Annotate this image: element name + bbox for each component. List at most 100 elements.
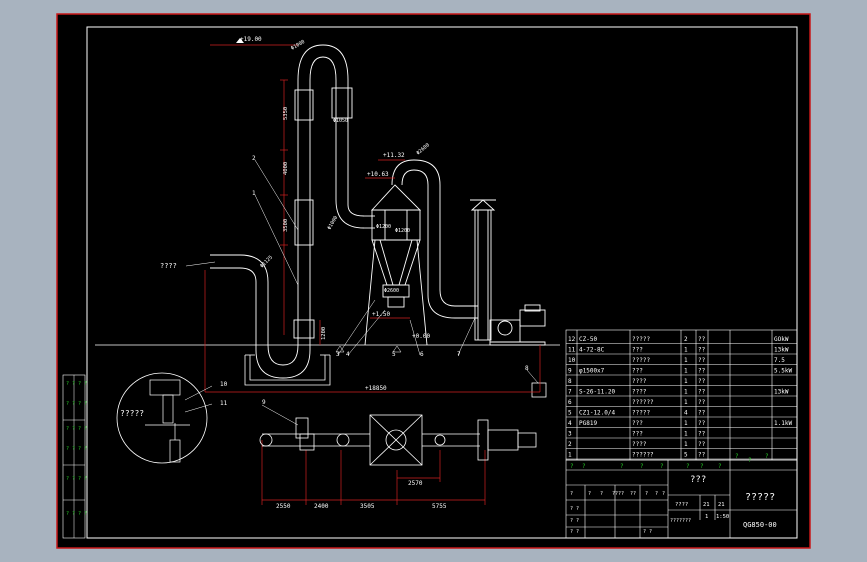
bom-cell-power: 13kW [774,347,789,354]
elevation-cyclone-base: +1.50 [372,311,390,318]
elevation-ground: +0.00 [412,333,430,340]
label-cyclone-upper: Φ1200 [376,224,391,230]
hdim-5: 2570 [408,480,423,487]
tb-header-1: ? [570,463,574,470]
bom-cell-qty: 1 [684,441,688,448]
callout-1: 1 [252,190,256,197]
tb-rev-header-3: ? [600,491,603,497]
callout-6: 6 [420,351,424,358]
bom-cell-name: ??? [632,420,643,427]
tb-scale: 1:50 [716,514,729,520]
bom-cell-qty: 1 [684,399,688,406]
side-label-5: ? ? ? ? [66,476,87,482]
bom-cell-qty: 2 [684,336,688,343]
tb-rev-header-6: ? [645,491,648,497]
bom-cell-no: 2 [568,441,572,448]
bom-cell-qty: 1 [684,389,688,396]
tb-header-6: ? [686,463,690,470]
elevation-cyclone-mid: +10.63 [367,171,389,178]
tb-rev-header-7: ? [655,491,658,497]
exhaust-chimney [470,199,496,341]
elevation-markers: +19.00 +11.32 +10.63 +1.50 +0.00 [236,36,430,340]
bom-cell-note: ?? [698,368,706,375]
label-cyclone-upper-right: Φ1200 [395,228,410,234]
title-block [565,459,798,539]
tb-header-4: ? [640,463,644,470]
label-feed-note: ???? [160,262,177,270]
side-label-2: ? ? ? ? [66,401,87,407]
bom-cell-qty: 1 [684,431,688,438]
bom-cell-code: CZ1-12.0/4 [579,410,616,417]
detail-label: ????? [120,409,144,418]
callout-8: 8 [525,365,529,372]
callout-11: 11 [220,400,228,407]
tb-rev-2: ? ? [570,518,579,524]
bom-cell-note: ?? [698,336,706,343]
side-label-3: ? ? ? ? [66,426,87,432]
bom-cell-name: ?????? [632,399,654,406]
bom-cell-note: ?? [698,378,706,385]
side-label-6: ? ? ? ? [66,511,87,517]
vdim-2: 4000 [283,162,289,175]
bom-cell-code: φ1500x7 [579,368,605,375]
bom-cell-name: ??? [632,347,643,354]
bom-cell-name: ????? [632,336,650,343]
callout-3: 3 [336,351,340,358]
bom-cell-qty: 1 [684,357,688,364]
bom-cell-note: ?? [698,410,706,417]
bom-cell-code: S-26-11.20 [579,389,616,396]
bom-cell-no: 7 [568,389,572,396]
fan-motor-unit [489,304,546,346]
sheet-outer-frame [56,13,811,549]
callout-7: 7 [457,351,461,358]
bom-cell-no: 12 [568,336,576,343]
side-label-4: ? ? ? ? [66,446,87,452]
tb-drawing-title: ????? [745,492,775,503]
tb-header-10: ? [748,457,752,464]
tb-header-9: ? [735,453,739,460]
bom-cell-note: ?? [698,452,706,459]
bom-cell-qty: 5 [684,452,688,459]
tb-header-5: ? [660,463,664,470]
hdim-1: 2550 [276,503,291,510]
sheet-inner-frame [86,26,798,539]
bom-cell-code: PG819 [579,420,597,427]
bom-cell-name: ???? [632,389,647,396]
bom-cell-power: GOkW [774,336,789,343]
bom-cell-note: ?? [698,420,706,427]
horizontal-dimensions: +18850 2550 2400 3505 5755 2570 [276,385,447,510]
elevation-top: +19.00 [240,36,262,43]
tb-header-2: ? [582,463,586,470]
tb-approval: ??????? [670,518,691,524]
tb-header-11: ? [765,453,769,460]
hdim-2: 2400 [314,503,329,510]
hdim-4: 5755 [432,503,447,510]
bom-cell-name: ??? [632,368,643,375]
bom-cell-power: 5.5kW [774,368,792,375]
bom-cell-no: 5 [568,410,572,417]
callout-4: 4 [346,351,350,358]
bom-cell-name: ????? [632,410,650,417]
side-label-strip: ? ? ? ? ? ? ? ? ? ? ? ? ? ? ? ? ? ? ? ? … [62,374,87,539]
bom-cell-name: ????? [632,357,650,364]
elevation-cyclone-top: +11.32 [383,152,405,159]
bom-cell-no: 3 [568,431,572,438]
callout-5: 5 [392,351,396,358]
collector-box [531,382,547,398]
bom-cell-qty: 1 [684,368,688,375]
part-callouts: 2 1 3 4 5 6 7 8 9 10 11 [220,155,529,407]
tb-rev-header-1: ? [570,491,573,497]
vdim-4: 1200 [321,327,327,340]
bom-cell-no: 1 [568,452,572,459]
plan-view [259,414,537,466]
bom-cell-power: 13kW [774,389,789,396]
bom-cell-power: 7.5 [774,357,785,364]
bom-cell-code: 4-72-8C [579,347,605,354]
bom-cell-note: ?? [698,431,706,438]
bom-cell-no: 9 [568,368,572,375]
tb-qty-label: ? ? [643,529,652,535]
bom-cell-no: 10 [568,357,576,364]
